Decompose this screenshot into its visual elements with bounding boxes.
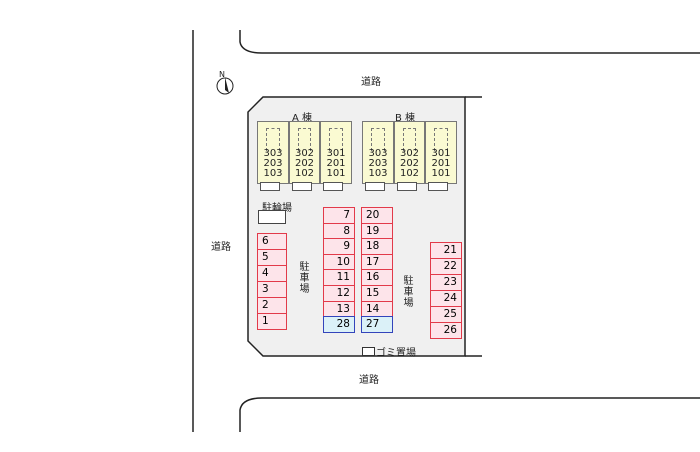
unit-number: 302 [399,148,420,159]
entrance-box [397,182,417,191]
parking-space-18: 18 [361,238,393,255]
road-label-bottom: 道路 [359,375,379,386]
unit-number: 303 [368,148,388,159]
parking-space-11: 11 [323,269,355,286]
unit-number: 203 [263,158,283,169]
unit-number: 101 [431,168,451,179]
building-a-label: A 棟 [292,113,313,124]
garbage-area [362,347,375,356]
parking-space-6: 6 [257,233,287,250]
road-label-left: 道路 [211,242,231,253]
entrance-box [323,182,343,191]
parking-space-24: 24 [430,290,462,307]
road-edge-top [239,30,700,54]
parking-space-4: 4 [257,265,287,282]
parking-space-3: 3 [257,281,287,298]
parking-space-10: 10 [323,253,355,271]
parking-space-2: 2 [257,297,287,314]
garbage-label: ゴミ置場 [376,348,416,359]
parking-label-left: 駐車場 [299,262,310,295]
parking-space-9: 9 [323,238,355,255]
unit-number: 202 [399,158,420,169]
parking-space-16: 16 [361,269,393,286]
parking-space-22: 22 [430,258,462,275]
unit-number: 201 [431,158,451,169]
parking-space-14: 14 [361,300,393,318]
unit-number: 103 [368,168,388,179]
unit-number: 103 [263,168,283,179]
parking-space-25: 25 [430,306,462,323]
entrance-box [428,182,448,191]
parking-space-19: 19 [361,222,393,240]
parking-space-7: 7 [323,207,355,224]
entrance-box [365,182,385,191]
parking-space-26: 26 [430,322,462,339]
north-arrow-icon [216,77,234,95]
parking-label-right: 駐車場 [403,276,414,309]
parking-space-5: 5 [257,249,287,266]
parking-space-13: 13 [323,300,355,318]
parking-space-12: 12 [323,284,355,302]
unit-number: 303 [263,148,283,159]
parking-space-28: 28 [323,316,355,333]
parking-space-15: 15 [361,284,393,302]
parking-space-27: 27 [361,316,393,333]
parking-space-20: 20 [361,207,393,224]
parking-space-8: 8 [323,222,355,240]
parking-space-21: 21 [430,242,462,259]
unit-number: 301 [326,148,346,159]
unit-number: 203 [368,158,388,169]
north-label: N [219,70,225,79]
parking-space-1: 1 [257,313,287,330]
unit-number: 301 [431,148,451,159]
entrance-box [260,182,280,191]
building-b-label: B 棟 [395,113,416,124]
bike-parking-area [258,210,286,224]
unit-number: 102 [399,168,420,179]
road-edge-bottom [239,397,700,432]
bike-parking-label: 駐輪場 [262,203,292,214]
unit-number: 202 [294,158,315,169]
unit-number: 102 [294,168,315,179]
parking-space-23: 23 [430,274,462,291]
unit-number: 201 [326,158,346,169]
entrance-box [292,182,312,191]
unit-number: 101 [326,168,346,179]
parking-space-17: 17 [361,253,393,271]
road-label-top: 道路 [361,77,381,88]
unit-number: 302 [294,148,315,159]
